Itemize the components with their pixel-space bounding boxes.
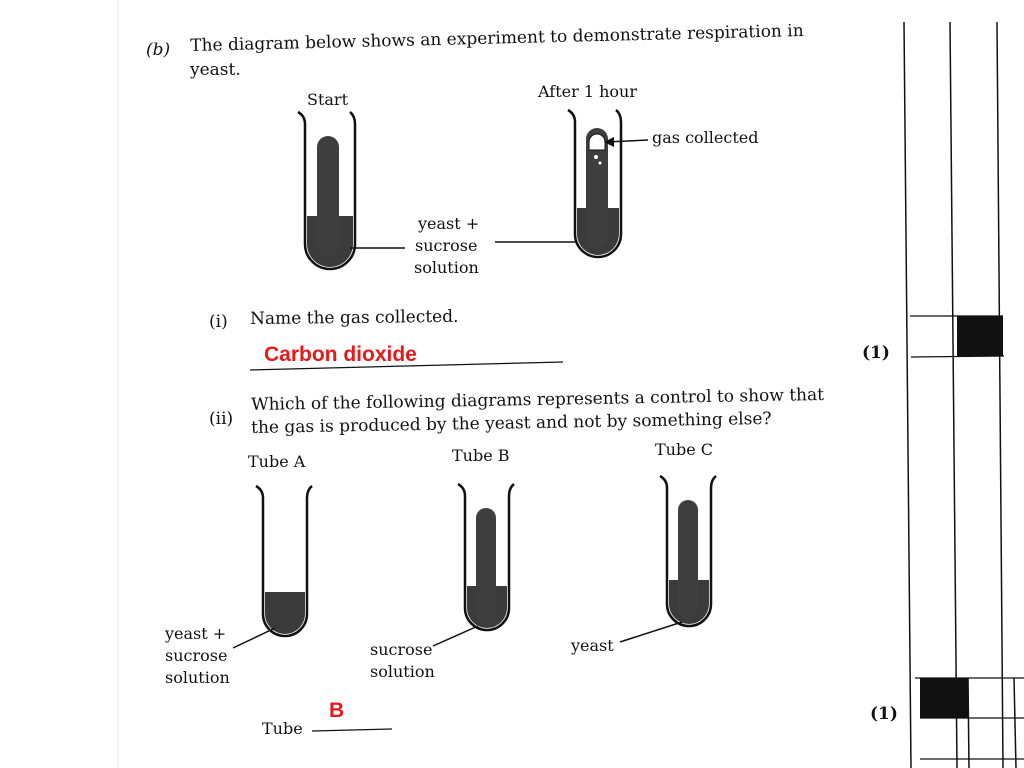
part-i-marks: (1) xyxy=(862,343,890,363)
tube-b xyxy=(432,482,515,647)
tube-b-label: Tube B xyxy=(452,446,510,465)
tube-c xyxy=(619,474,717,643)
mix-label-line1: yeast + xyxy=(418,214,480,233)
part-ii-marks: (1) xyxy=(870,704,898,724)
gas-collected-label: gas collected xyxy=(652,128,759,147)
start-inner-tube xyxy=(317,136,339,256)
part-i-prompt: Name the gas collected. xyxy=(250,306,459,329)
after-inner-tube xyxy=(586,128,608,248)
mix-label-line3: solution xyxy=(414,258,479,277)
tube-a-label: Tube A xyxy=(248,452,306,471)
mark-box-filled-2 xyxy=(920,678,968,718)
question-part-label: (b) xyxy=(146,40,171,60)
tube-a-contents-line1: yeast + xyxy=(165,624,227,643)
part-i-answer: Carbon dioxide xyxy=(264,343,417,366)
tube-c-contents-line1: yeast xyxy=(571,636,614,655)
tube-b-pointer xyxy=(432,625,479,647)
start-label: Start xyxy=(307,90,349,109)
part-ii-number: (ii) xyxy=(209,409,234,429)
tube-a-pointer xyxy=(232,627,276,649)
mix-label-line2: sucrose xyxy=(415,236,478,255)
tube-c-pointer xyxy=(619,621,683,643)
tube-c-label: Tube C xyxy=(655,440,714,459)
gas-bubble xyxy=(588,133,606,151)
tube-b-inner xyxy=(476,508,496,626)
gas-arrow-head xyxy=(604,137,614,147)
mark-columns xyxy=(903,21,1024,768)
part-i-number: (i) xyxy=(209,312,228,332)
part-ii-answer-prefix: Tube xyxy=(262,719,303,738)
after-tube xyxy=(495,108,649,259)
tube-a-contents-line2: sucrose xyxy=(165,646,228,665)
part-ii-answer: B xyxy=(329,699,345,722)
tube-c-inner xyxy=(678,500,698,620)
after-label: After 1 hour xyxy=(538,82,637,101)
tube-b-contents-line2: solution xyxy=(370,662,435,681)
tube-b-contents-line1: sucrose xyxy=(370,640,433,659)
answer-line-ii xyxy=(311,728,393,732)
mark-box-filled-1 xyxy=(957,316,1003,356)
tube-a-contents-line3: solution xyxy=(165,668,230,687)
tube-a xyxy=(232,484,313,649)
answer-line-i xyxy=(249,361,564,371)
start-tube xyxy=(297,110,405,271)
question-intro-line2: yeast. xyxy=(190,60,241,80)
